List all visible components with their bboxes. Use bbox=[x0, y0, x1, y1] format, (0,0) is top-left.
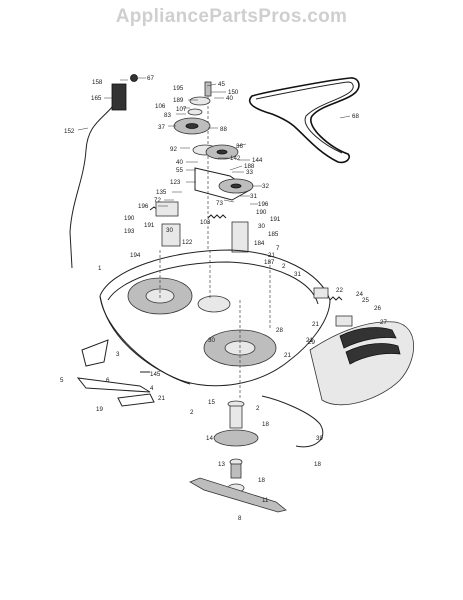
label-14: 14 bbox=[206, 435, 213, 442]
label-196b: 196 bbox=[258, 201, 269, 208]
label-3: 3 bbox=[116, 351, 120, 358]
label-191: 191 bbox=[144, 222, 155, 229]
label-2a: 2 bbox=[282, 263, 286, 270]
cable-bracket bbox=[111, 83, 127, 111]
label-13: 13 bbox=[218, 461, 225, 468]
label-40b: 40 bbox=[176, 159, 183, 166]
label-11: 11 bbox=[262, 497, 269, 504]
label-33: 33 bbox=[246, 169, 253, 176]
spindle-14 bbox=[213, 429, 259, 447]
label-40: 40 bbox=[226, 95, 233, 102]
label-39: 39 bbox=[316, 435, 323, 442]
label-1: 1 bbox=[98, 265, 102, 272]
label-142: 142 bbox=[230, 155, 241, 162]
blade-11 bbox=[189, 477, 287, 513]
label-36: 36 bbox=[236, 143, 243, 150]
label-165: 165 bbox=[91, 95, 102, 102]
label-195: 195 bbox=[173, 85, 184, 92]
label-92: 92 bbox=[170, 146, 177, 153]
label-135: 135 bbox=[156, 189, 167, 196]
label-67: 67 bbox=[147, 75, 154, 82]
label-190b: 190 bbox=[256, 209, 267, 216]
label-103: 103 bbox=[200, 219, 211, 226]
label-28: 28 bbox=[276, 327, 283, 334]
label-72: 72 bbox=[154, 197, 161, 204]
label-107: 107 bbox=[176, 106, 187, 113]
label-184: 184 bbox=[254, 240, 265, 247]
label-187: 187 bbox=[264, 259, 275, 266]
label-31: 31 bbox=[250, 193, 257, 200]
label-194: 194 bbox=[130, 252, 141, 259]
label-21d: 21 bbox=[284, 352, 291, 359]
part-labels: 158 67 165 152 195 45 150 189 40 106 107… bbox=[60, 75, 387, 522]
label-145: 145 bbox=[150, 371, 161, 378]
label-122: 122 bbox=[182, 239, 193, 246]
label-21b: 21 bbox=[312, 321, 319, 328]
label-73: 73 bbox=[216, 200, 223, 207]
label-24: 24 bbox=[356, 291, 363, 298]
label-32: 32 bbox=[262, 183, 269, 190]
label-25: 25 bbox=[362, 297, 369, 304]
label-21a: 21 bbox=[268, 252, 275, 259]
label-18b: 18 bbox=[314, 461, 321, 468]
label-193: 193 bbox=[124, 228, 135, 235]
label-8: 8 bbox=[238, 515, 242, 522]
label-26: 26 bbox=[374, 305, 381, 312]
label-27: 27 bbox=[380, 319, 387, 326]
label-88: 88 bbox=[220, 126, 227, 133]
label-30a: 30 bbox=[166, 227, 173, 234]
spindle-housing bbox=[229, 405, 243, 429]
label-83: 83 bbox=[164, 112, 171, 119]
label-150: 150 bbox=[228, 89, 239, 96]
label-144: 144 bbox=[252, 157, 263, 164]
v-belt bbox=[248, 77, 360, 164]
label-18a: 18 bbox=[262, 421, 269, 428]
label-29: 29 bbox=[308, 339, 315, 346]
label-185: 185 bbox=[268, 231, 279, 238]
label-55: 55 bbox=[176, 167, 183, 174]
label-22: 22 bbox=[336, 287, 343, 294]
label-18c: 18 bbox=[258, 477, 265, 484]
label-7: 7 bbox=[276, 245, 280, 252]
label-190: 190 bbox=[124, 215, 135, 222]
label-123: 123 bbox=[170, 179, 181, 186]
label-188: 188 bbox=[244, 163, 255, 170]
label-106: 106 bbox=[155, 103, 166, 110]
label-5: 5 bbox=[60, 377, 64, 384]
bolt-67 bbox=[130, 74, 138, 82]
label-4: 4 bbox=[150, 385, 154, 392]
label-30c: 30 bbox=[208, 337, 215, 344]
watermark-text: AppliancePartsPros.com bbox=[115, 6, 348, 27]
label-15: 15 bbox=[208, 399, 215, 406]
label-45: 45 bbox=[218, 81, 225, 88]
discharge-chute bbox=[309, 321, 415, 406]
label-2c: 2 bbox=[256, 405, 260, 412]
label-6: 6 bbox=[106, 377, 110, 384]
label-2b: 2 bbox=[190, 409, 194, 416]
label-31b: 31 bbox=[294, 271, 301, 278]
label-191b: 191 bbox=[270, 216, 281, 223]
label-196a: 196 bbox=[138, 203, 149, 210]
label-189: 189 bbox=[173, 97, 184, 104]
idler-arm bbox=[194, 167, 251, 201]
label-68: 68 bbox=[352, 113, 359, 120]
label-152: 152 bbox=[64, 128, 75, 135]
label-37: 37 bbox=[158, 124, 165, 131]
label-158: 158 bbox=[92, 79, 103, 86]
label-30b: 30 bbox=[258, 223, 265, 230]
label-19: 19 bbox=[96, 406, 103, 413]
control-cable bbox=[69, 97, 119, 233]
label-21c: 21 bbox=[306, 337, 313, 344]
label-21e: 21 bbox=[158, 395, 165, 402]
